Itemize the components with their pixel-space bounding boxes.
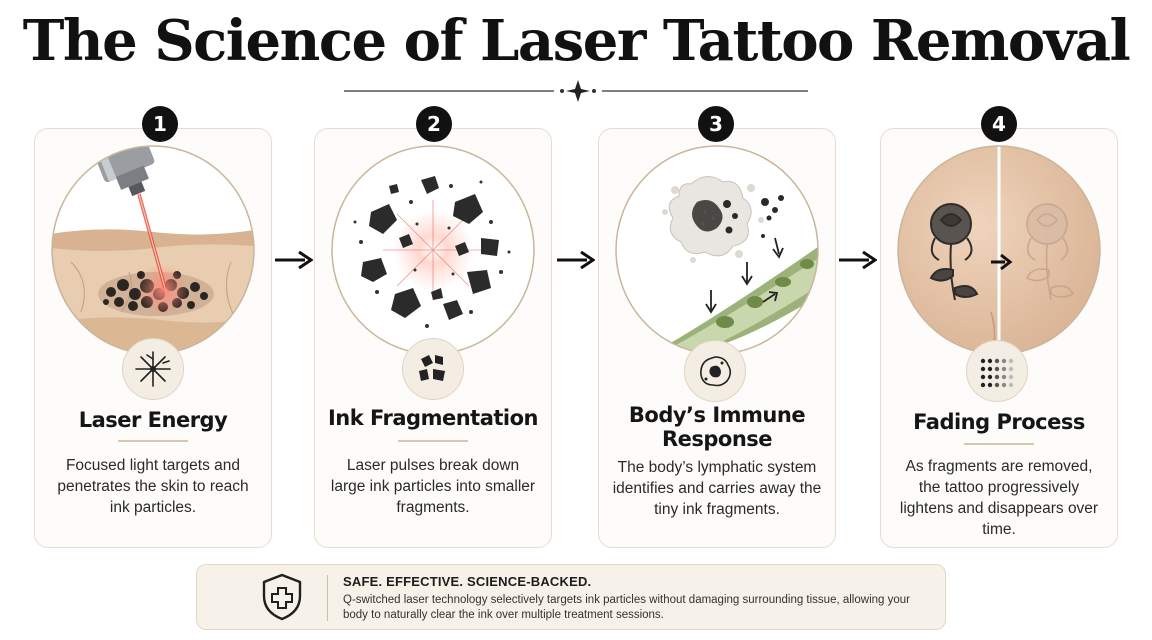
step-title-rule — [118, 440, 188, 442]
step-title: Fading Process — [913, 410, 1085, 434]
arrow-right-icon — [839, 250, 877, 270]
step-number-badge: 1 — [142, 106, 178, 142]
step-description: As fragments are removed, the tattoo pro… — [899, 458, 1099, 538]
laser-skin-illustration — [51, 145, 255, 352]
tattoo-fading-illustration — [897, 145, 1101, 352]
step-icon-badge — [684, 340, 746, 402]
step-number-badge: 3 — [698, 106, 734, 142]
immune-response-illustration — [615, 145, 819, 352]
banner-heading: SAFE. EFFECTIVE. SCIENCE-BACKED. — [343, 574, 592, 589]
step-description: Laser pulses break down large ink partic… — [330, 457, 536, 516]
step-title: Body’s Immune Response — [628, 403, 806, 451]
laser-burst-icon — [135, 351, 171, 387]
shattered-particles-icon — [419, 355, 445, 381]
step-number-badge: 2 — [416, 106, 452, 142]
arrow-right-icon — [557, 250, 595, 270]
ink-fragmentation-illustration — [331, 145, 535, 352]
step-title: Ink Fragmentation — [327, 406, 539, 430]
banner-body: Q-switched laser technology selectively … — [343, 594, 910, 621]
step-description: The body’s lymphatic system identifies a… — [612, 459, 822, 518]
arrow-right-icon — [275, 250, 313, 270]
step-title-rule — [964, 443, 1034, 445]
safety-banner: SAFE. EFFECTIVE. SCIENCE-BACKED. Q-switc… — [196, 564, 946, 630]
step-icon-badge — [122, 338, 184, 400]
title-divider — [344, 80, 808, 102]
step-description: Focused light targets and penetrates the… — [57, 457, 249, 516]
step-icon-badge — [402, 338, 464, 400]
step-icon-badge — [966, 340, 1028, 402]
banner-separator — [327, 575, 328, 621]
step-number-badge: 4 — [981, 106, 1017, 142]
page-title: The Science of Laser Tattoo Removal — [22, 8, 1131, 74]
immune-cell-icon — [700, 356, 732, 387]
step-title-rule — [398, 440, 468, 442]
step-title: Laser Energy — [78, 408, 228, 432]
fading-dots-icon — [980, 358, 1014, 388]
shield-plus-icon — [262, 573, 302, 621]
